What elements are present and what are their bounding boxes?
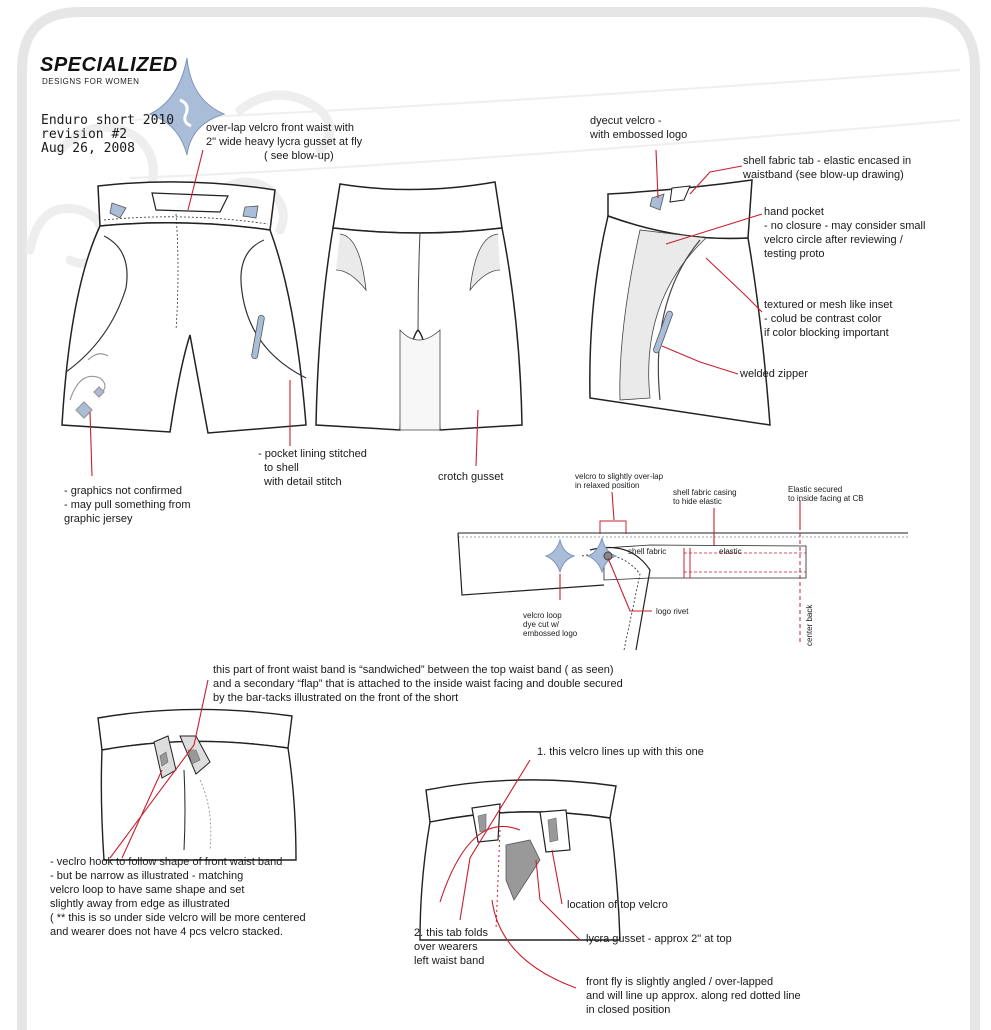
callout-pocket-lining-1: - pocket lining stitched <box>258 448 367 460</box>
brand-tagline: DESIGNS FOR WOMEN <box>42 77 140 86</box>
velcro-hook-note-1: - veclro hook to follow shape of front w… <box>50 856 283 868</box>
callout-hand-pocket-2: - no closure - may consider small <box>764 220 926 232</box>
callout-pocket-lining-2: to shell <box>264 462 299 474</box>
callout-hand-pocket-4: testing proto <box>764 248 825 260</box>
detail-elastic-secured-1: Elastic secured <box>788 485 843 494</box>
fly-front-note-1: front fly is slightly angled / over-lapp… <box>586 976 774 988</box>
callout-dyecut-1: dyecut velcro - <box>590 115 662 127</box>
callout-graphics-2: - may pull something from <box>64 499 191 511</box>
velcro-hook-note-3: velcro loop to have same shape and set <box>50 884 245 896</box>
fly-tab-folds-3: left waist band <box>414 955 485 967</box>
fly-tab-folds-1: 2. this tab folds <box>414 927 488 939</box>
detail-shell-casing-1: shell fabric casing <box>673 488 737 497</box>
callout-shell-tab-2: waistband (see blow-up drawing) <box>743 169 904 181</box>
callout-hand-pocket-1: hand pocket <box>764 206 824 218</box>
callout-graphics-1: - graphics not confirmed <box>64 485 182 497</box>
sandwich-note-3: by the bar-tacks illustrated on the fron… <box>213 692 459 704</box>
fly-top-velcro: location of top velcro <box>567 899 668 911</box>
callout-hand-pocket-3: velcro circle after reviewing / <box>764 234 903 246</box>
jersey-graphic-icon <box>69 353 109 419</box>
header-revision: revision #2 <box>41 127 128 142</box>
front-waist-closeup-drawing <box>97 708 297 861</box>
detail-shell-fabric: shell fabric <box>628 547 667 556</box>
detail-center-back: center back <box>805 604 814 646</box>
brand-name: SPECIALIZED <box>40 54 178 76</box>
velcro-hook-note-4: slightly away from edge as illustrated <box>50 898 230 910</box>
callout-zipper: welded zipper <box>740 368 808 380</box>
detail-velcro-loop-2: dye cut w/ <box>523 620 560 629</box>
side-short-drawing <box>589 179 771 426</box>
back-short-drawing <box>315 181 523 431</box>
callout-mesh-2: - colud be contrast color <box>764 313 882 325</box>
callout-front-waist-3: ( see blow-up) <box>264 150 334 162</box>
fly-lycra: lycra gusset - approx 2" at top <box>586 933 732 945</box>
detail-velcro-overlap-2: in relaxed position <box>575 481 640 490</box>
detail-velcro-loop-3: embossed logo <box>523 629 578 638</box>
fly-front-note-2: and will line up approx. along red dotte… <box>586 990 801 1002</box>
callout-dyecut-2: with embossed logo <box>590 129 688 141</box>
callout-crotch: crotch gusset <box>438 471 504 483</box>
sheet-frame <box>17 7 980 1030</box>
waistband-detail-drawing <box>457 505 908 651</box>
velcro-hook-note-5: ( ** this is so under side velcro will b… <box>50 912 306 924</box>
fly-lines-up: 1. this velcro lines up with this one <box>537 746 704 758</box>
detail-logo-rivet: logo rivet <box>656 607 689 616</box>
callout-mesh-3: if color blocking important <box>764 327 889 339</box>
detail-elastic-secured-2: to inside facing at CB <box>788 494 864 503</box>
fly-front-note-3: in closed position <box>586 1004 671 1016</box>
detail-velcro-overlap-1: velcro to slightly over-lap <box>575 472 664 481</box>
fly-tab-folds-2: over wearers <box>414 941 478 953</box>
callout-front-waist-2: 2" wide heavy lycra gusset at fly <box>206 136 363 148</box>
detail-elastic: elastic <box>719 547 742 556</box>
callout-pocket-lining-3: with detail stitch <box>264 476 342 488</box>
front-short-drawing <box>61 181 307 434</box>
callout-graphics-3: graphic jersey <box>64 513 133 525</box>
sandwich-note-1: this part of front waist band is “sandwi… <box>213 664 614 676</box>
detail-velcro-loop-1: velcro loop <box>523 611 562 620</box>
header-title: Enduro short 2010 <box>41 113 175 128</box>
callout-shell-tab-1: shell fabric tab - elastic encased in <box>743 155 912 167</box>
annotation-leader-lines <box>89 149 801 989</box>
callout-front-waist-1: over-lap velcro front waist with <box>206 122 354 134</box>
header-date: Aug 26, 2008 <box>41 141 135 156</box>
logo-rivet-icon <box>603 551 613 561</box>
fly-closeup-drawing <box>419 779 621 941</box>
velcro-hook-note-6: and wearer does not have 4 pcs velcro st… <box>50 926 283 938</box>
detail-shell-casing-2: to hide elastic <box>673 497 722 506</box>
sandwich-note-2: and a secondary “flap” that is attached … <box>213 678 623 690</box>
velcro-hook-note-2: - but be narrow as illustrated - matchin… <box>50 870 244 882</box>
callout-mesh-1: textured or mesh like inset <box>764 299 893 311</box>
